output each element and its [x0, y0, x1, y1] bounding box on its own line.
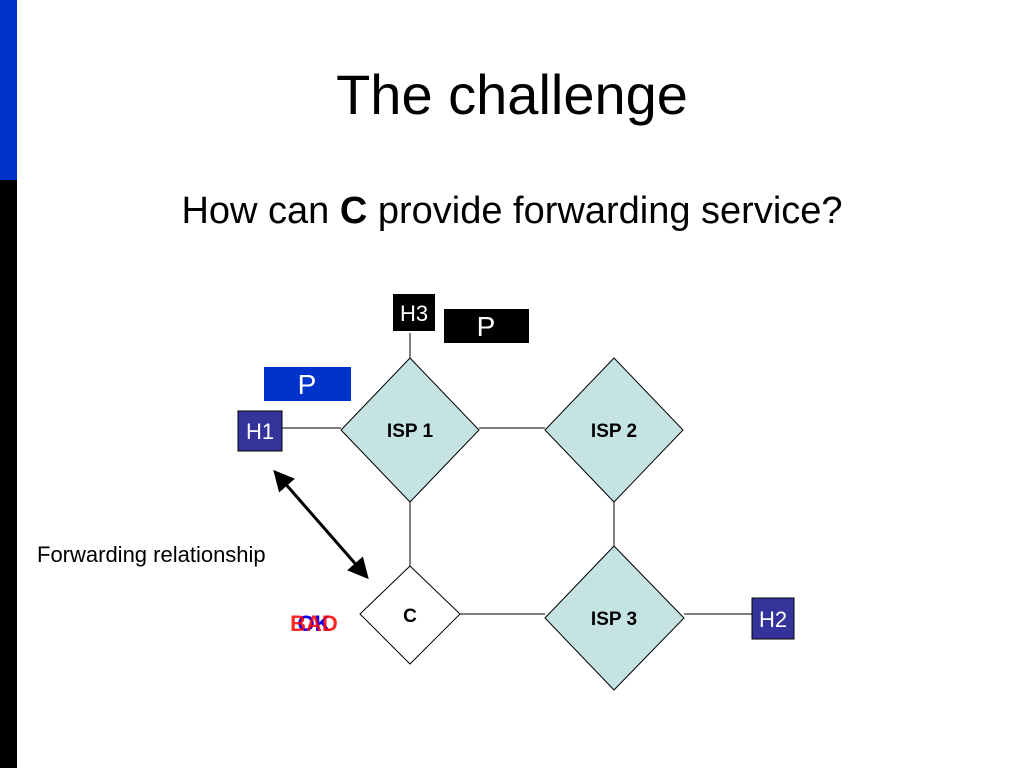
isp3-node: ISP 3 — [544, 545, 685, 691]
packet-black-label: P — [477, 311, 496, 342]
isp1-label: ISP 1 — [387, 421, 434, 442]
host-h1-label: H1 — [246, 419, 274, 444]
subtitle-suffix: provide forwarding service? — [367, 190, 843, 232]
isp3-label: ISP 3 — [591, 609, 637, 630]
c-node: C — [359, 565, 461, 665]
packet-black: P — [444, 309, 529, 343]
packet-blue-label: P — [298, 369, 317, 400]
host-h2-label: H2 — [759, 607, 787, 632]
host-h2: H2 — [751, 597, 795, 640]
host-h3: H3 — [391, 292, 437, 333]
slide-subtitle: How can C provide forwarding service? — [0, 190, 1024, 233]
slide-title: The challenge — [336, 63, 688, 126]
c-label: C — [403, 606, 417, 627]
status-ok: OK — [298, 611, 331, 636]
host-h3-label: H3 — [400, 301, 428, 326]
sidebar-accent-top — [0, 0, 17, 180]
subtitle-emphasis: C — [339, 190, 368, 232]
forwarding-relationship-arrow — [273, 469, 369, 580]
sidebar-accent-bottom — [0, 180, 17, 768]
isp1-node: ISP 1 — [340, 357, 480, 503]
forwarding-relationship-label: Forwarding relationship — [37, 542, 266, 567]
host-h1: H1 — [237, 410, 283, 452]
packet-blue: P — [264, 367, 351, 401]
isp2-node: ISP 2 — [544, 357, 684, 503]
isp2-label: ISP 2 — [591, 421, 637, 442]
status-bad: BAD — [290, 611, 338, 636]
subtitle-prefix: How can — [181, 190, 340, 232]
